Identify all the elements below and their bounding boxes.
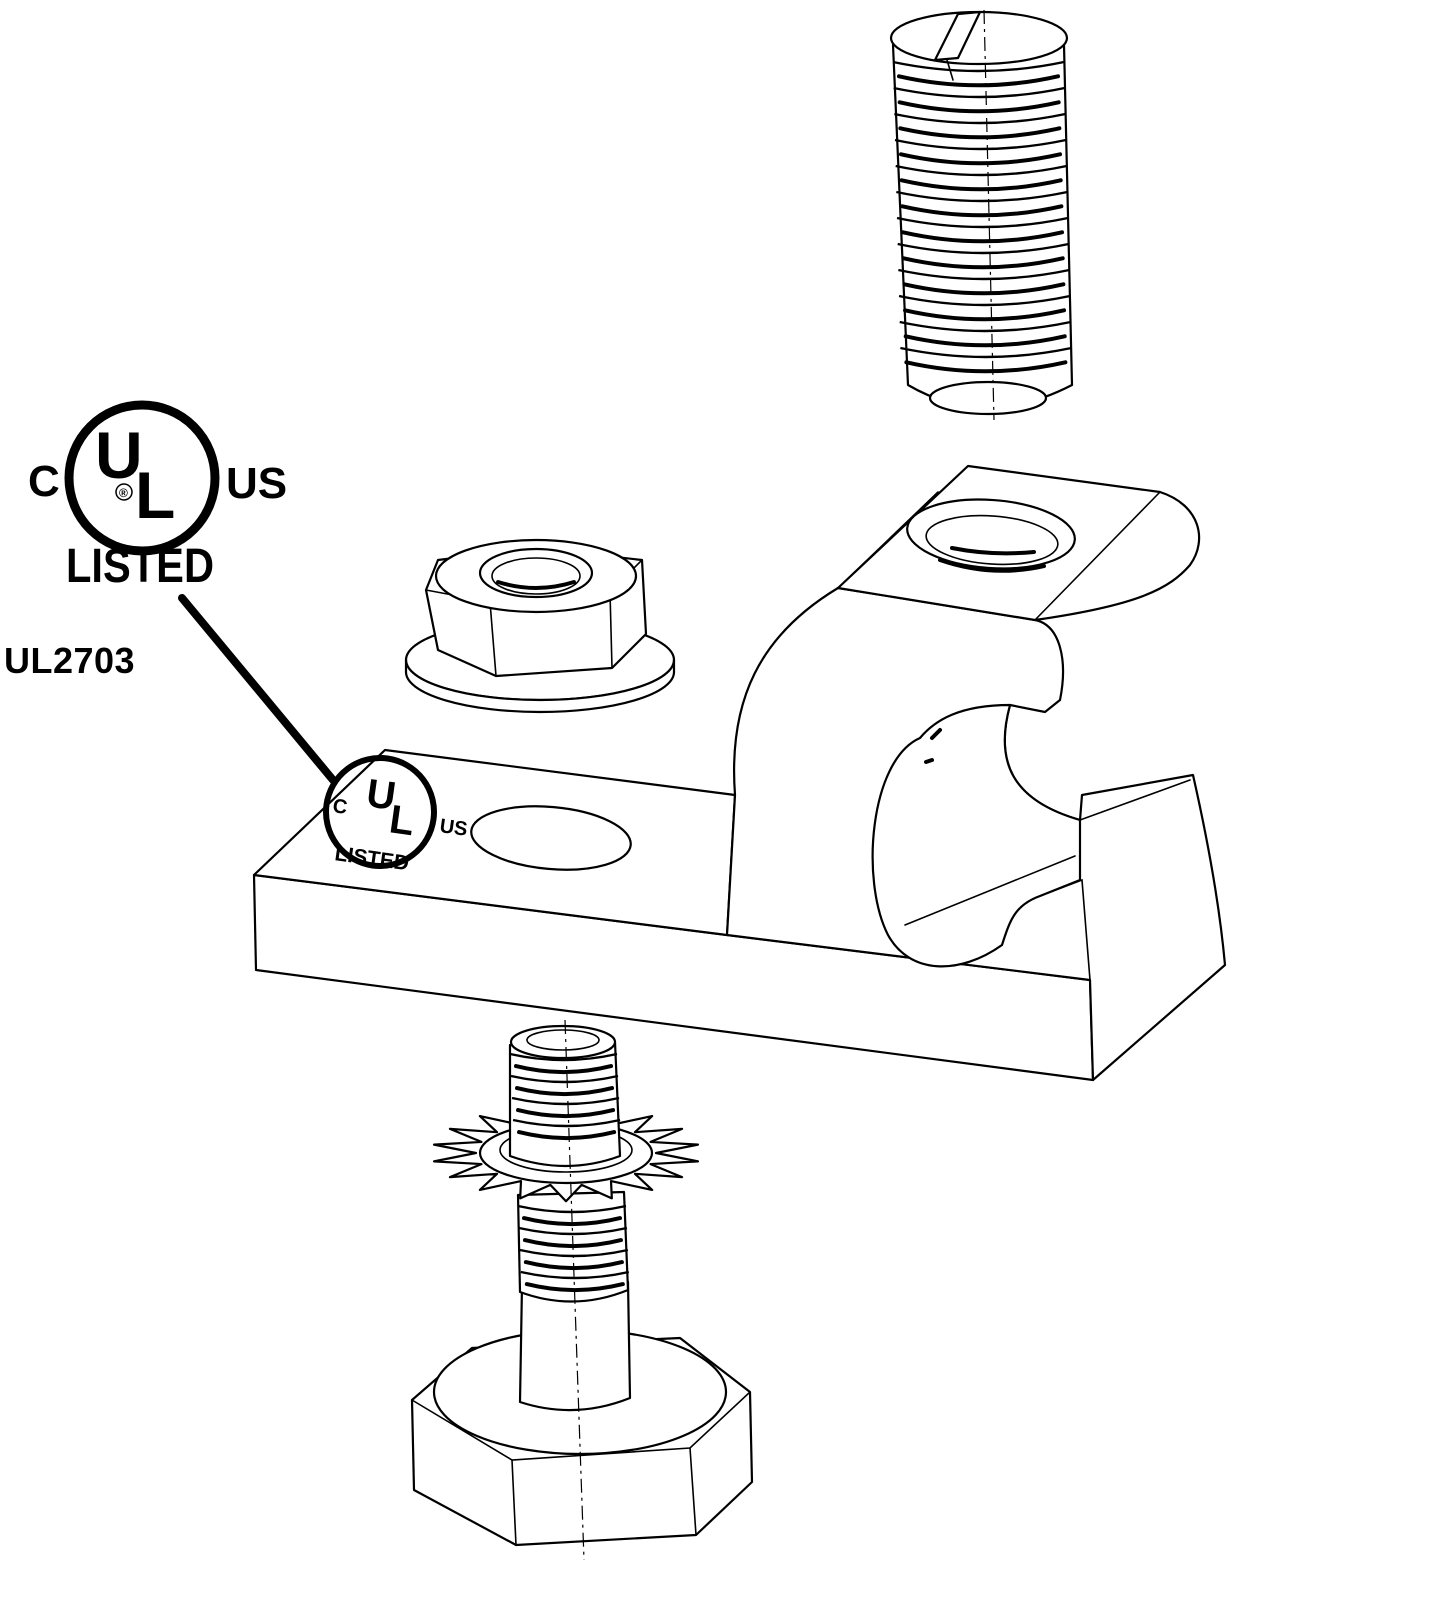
thread-crest [511,1096,620,1106]
thread-crest [896,190,1068,203]
lug-logo-suffix: US [438,815,469,841]
thread-root [902,282,1066,296]
thread-crest [520,1270,630,1280]
lug-logo-initial-l: L [387,797,417,844]
thread-crest [518,1226,628,1236]
thread-crest [893,86,1065,99]
thread-crest [512,1118,621,1128]
thread-root [897,74,1060,88]
thread-crest [899,320,1071,333]
mounting-bolt-part [410,1019,754,1561]
thread-root [900,204,1064,218]
thread-root [901,230,1065,244]
lug-logo-initial-u: U [364,771,399,819]
standard-label: UL2703 [4,640,136,681]
flange-nut-part [404,538,676,714]
set-screw-part [889,9,1074,421]
thread-root [901,256,1065,270]
thread-crest [892,60,1065,73]
thread-root [517,1130,617,1141]
thread-root [899,178,1063,192]
thread-root [898,126,1062,140]
logo-prefix: C [28,457,60,506]
thread-root [903,334,1067,348]
thread-root [897,100,1061,114]
thread-crest [894,138,1067,151]
ul-listed-logo: C U L ® US LISTED [28,400,287,593]
lug-logo-prefix: C [331,795,348,819]
logo-registered-mark: ® [119,486,128,500]
thread-root [899,152,1063,166]
thread-root [515,1086,615,1097]
thread-root [903,308,1067,322]
logo-suffix: US [226,459,287,508]
thread-crest [896,216,1069,229]
thread-crest [897,242,1069,255]
thread-root [522,1216,622,1227]
logo-status: LISTED [66,540,214,593]
thread-crest [510,1074,619,1084]
thread-root [516,1108,616,1119]
thread-crest [898,268,1070,281]
logo-initial-l: L [135,458,175,532]
logo-initial-u: U [95,418,143,492]
thread-crest [898,294,1071,307]
thread-crest [894,112,1066,125]
thread-crest [900,346,1072,359]
thread-root [904,360,1068,374]
leader-line [178,594,337,784]
lay-in-lug-part [252,464,1227,1082]
thread-crest [895,164,1067,177]
thread-root [514,1064,613,1075]
